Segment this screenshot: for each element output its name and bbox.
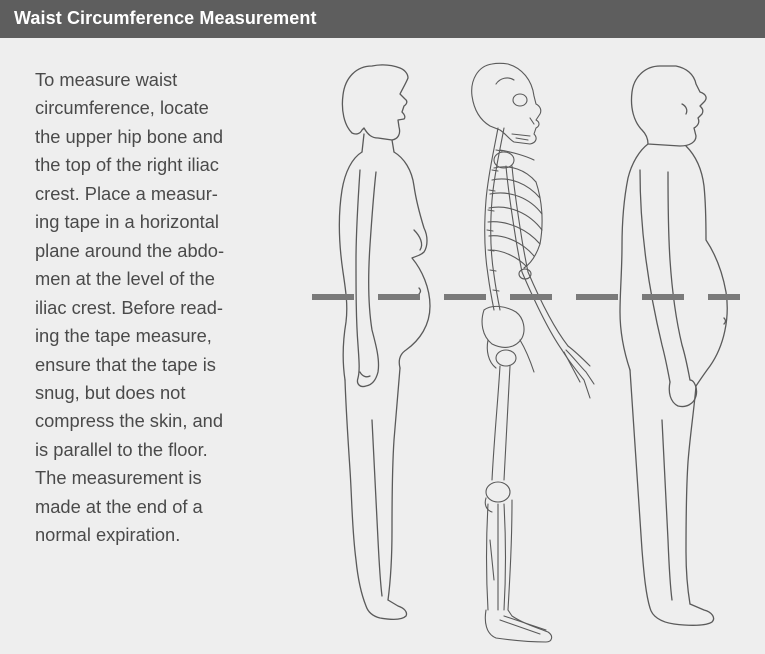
female-figure [339, 65, 430, 619]
male-figure [620, 66, 727, 625]
skeleton-figure [472, 63, 594, 642]
